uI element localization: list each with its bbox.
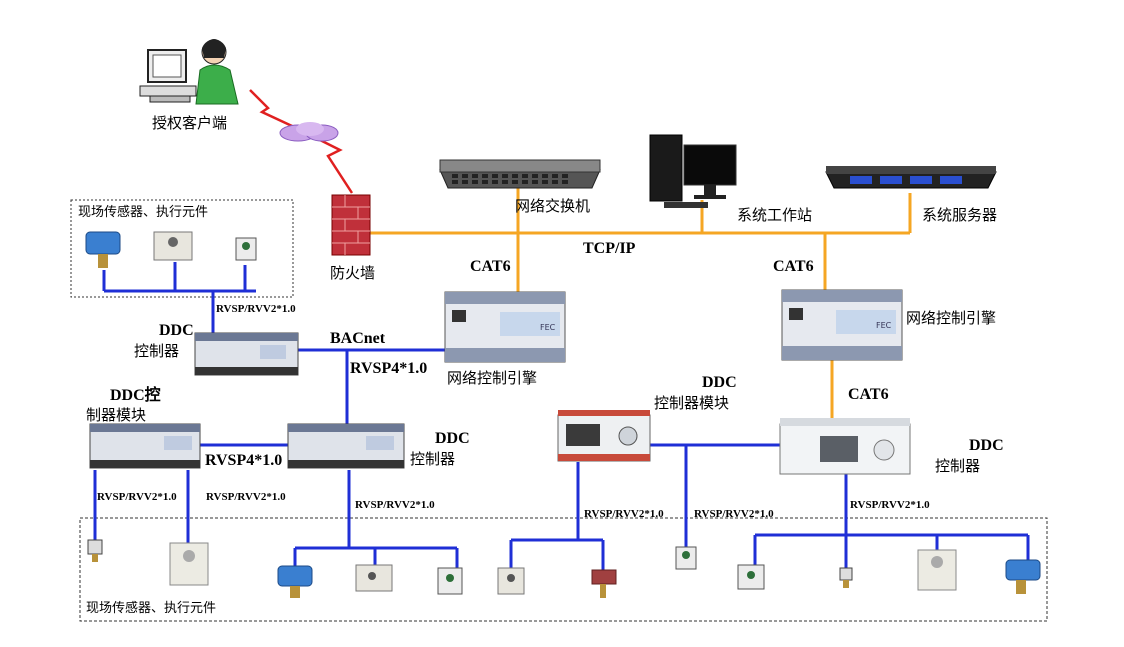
pressure-switch-icon (235, 237, 257, 261)
workstation-label: 系统工作站 (737, 206, 813, 224)
pressure-switch-icon (497, 567, 525, 595)
client-label: 授权客户端 (152, 114, 228, 132)
ddc3-device (557, 410, 651, 462)
wireless-link (249, 89, 354, 194)
ethernet-lines (360, 188, 912, 428)
cat6-lower-label: CAT6 (848, 386, 889, 403)
flow-switch-icon (591, 569, 617, 598)
rvsp4-a-label: RVSP4*1.0 (350, 360, 428, 377)
ddc1-label-a: DDC (159, 322, 194, 339)
bus-label-4: RVSP/RVV2*1.0 (584, 508, 664, 520)
cat6-left-label: CAT6 (470, 258, 511, 275)
firewall-icon (331, 194, 371, 256)
field-bottom-label: 现场传感器、执行元件 (86, 601, 217, 616)
field-group-bottom-box (79, 517, 1048, 622)
bus-top-label: RVSP/RVV2*1.0 (216, 303, 296, 315)
ddc4-label-a: DDC (969, 437, 1004, 454)
ddc-mod-left-label-a: DDC控 (110, 387, 161, 404)
ddc3-label-a: DDC (702, 374, 737, 391)
ddc1-label-b: 控制器 (134, 342, 180, 360)
thermostat-icon (153, 231, 193, 261)
bus-label-2: RVSP/RVV2*1.0 (206, 491, 286, 503)
nce-left-device (444, 291, 566, 363)
pressure-switch-icon (737, 564, 765, 590)
room-sensor-icon (169, 542, 209, 586)
workstation-icon (649, 134, 737, 208)
cat6-right-label: CAT6 (773, 258, 814, 275)
cloud-icon (279, 122, 339, 142)
ddc2-label-a: DDC (435, 430, 470, 447)
fieldbus-lines (93, 262, 1030, 570)
nce-left-brand: FEC (540, 323, 556, 332)
sensor-icon (87, 539, 103, 562)
ddc-mod-left-label-b: 制器模块 (86, 406, 147, 424)
nce-right-device (781, 289, 903, 361)
ddc1-device (194, 332, 299, 376)
ddc2-label-b: 控制器 (410, 450, 456, 468)
field-group-top-box (70, 199, 294, 298)
server-icon (825, 166, 997, 189)
actuator-icon (1005, 559, 1041, 594)
actuator-icon (85, 231, 121, 268)
switch-icon (439, 159, 601, 189)
switch-label: 网络交换机 (515, 197, 591, 215)
sensor-icon (839, 567, 853, 588)
bus-label-3: RVSP/RVV2*1.0 (355, 499, 435, 511)
field-top-label: 现场传感器、执行元件 (78, 205, 209, 220)
pressure-switch-icon (355, 564, 393, 592)
ddc-module-left-device (89, 423, 201, 469)
nce-right-label: 网络控制引擎 (906, 309, 997, 327)
server-label: 系统服务器 (922, 206, 998, 224)
ddc3-label-b: 控制器模块 (654, 394, 730, 412)
bus-label-1: RVSP/RVV2*1.0 (97, 491, 177, 503)
ddc2-device (287, 423, 405, 469)
nce-left-label: 网络控制引擎 (447, 369, 538, 387)
bus-label-5: RVSP/RVV2*1.0 (694, 508, 774, 520)
bacnet-label: BACnet (330, 330, 386, 347)
ddc4-label-b: 控制器 (935, 457, 981, 475)
room-sensor-icon (917, 549, 957, 591)
tcpip-label: TCP/IP (583, 240, 636, 257)
rvsp4-b-label: RVSP4*1.0 (205, 452, 283, 469)
bus-label-6: RVSP/RVV2*1.0 (850, 499, 930, 511)
nce-right-brand: FEC (876, 321, 892, 330)
pressure-switch-icon (675, 546, 697, 570)
actuator-icon (277, 565, 313, 598)
pressure-switch-icon (437, 567, 463, 595)
client-person-icon (139, 39, 239, 105)
firewall-label: 防火墙 (330, 264, 376, 282)
ddc4-device (779, 418, 911, 475)
